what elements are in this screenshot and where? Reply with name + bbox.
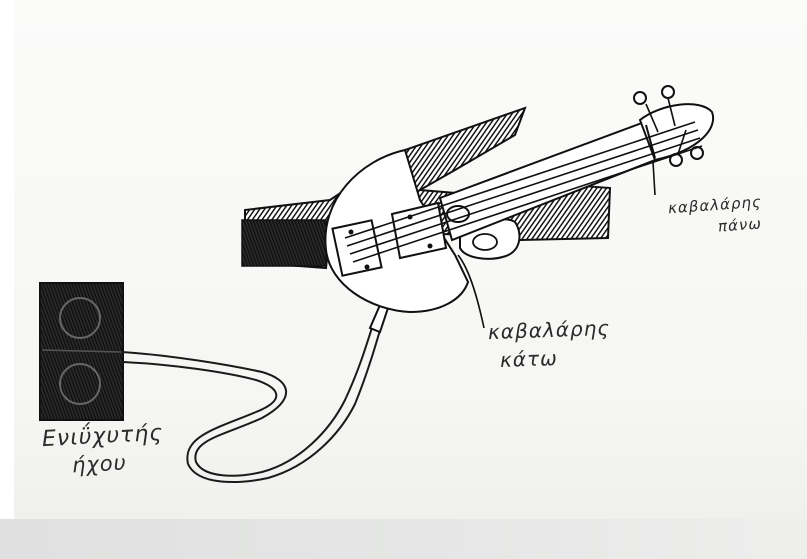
tuning-peg [662,86,674,98]
audio-cable [122,305,388,482]
speaker-label-line2: ήχου [71,451,127,478]
lower-bridge-label-line2: κάτω [500,346,559,372]
upper-bridge-leader [653,162,655,195]
upper-bridge-label-line2: πάνω [717,214,762,235]
tuning-peg [634,92,646,104]
speaker-cabinet [40,283,123,420]
lower-bridge-label-line1: καβαλάρης [488,316,611,344]
